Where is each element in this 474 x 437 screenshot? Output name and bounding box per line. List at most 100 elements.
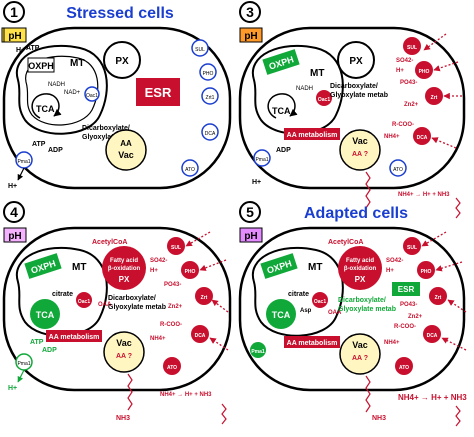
proton-efflux-arrow <box>17 167 25 181</box>
peroxisome <box>103 41 141 79</box>
transporter-dca: DCA <box>413 127 431 145</box>
panel-3: 3 pH OXPH MT NADH TCA Oac1 PX Dicarboxyl… <box>238 1 466 219</box>
svg-text:TCA: TCA <box>272 106 291 116</box>
panel-1: 1 Stressed cells pH pH OXPH MT H+ ATP NA… <box>1 1 232 190</box>
svg-text:pH: pH <box>8 31 21 42</box>
transporter-pho: PHO <box>181 261 199 279</box>
svg-text:Pma1: Pma1 <box>17 361 30 367</box>
svg-text:ATP: ATP <box>26 45 40 52</box>
svg-text:NH4+: NH4+ <box>150 336 166 342</box>
svg-text:Glyoxylate metab: Glyoxylate metab <box>338 306 396 313</box>
peroxisome <box>338 246 382 290</box>
svg-text:NH3: NH3 <box>372 415 386 422</box>
svg-text:H+: H+ <box>150 268 158 274</box>
svg-text:H+: H+ <box>16 47 25 54</box>
svg-text:NAD+: NAD+ <box>64 90 81 96</box>
svg-text:H+: H+ <box>386 268 394 274</box>
svg-text:3: 3 <box>246 4 254 20</box>
transporter-ato: ATO <box>389 159 407 177</box>
svg-text:PHO: PHO <box>203 71 214 77</box>
ammonia-release-wave <box>221 403 227 425</box>
svg-text:NH4+: NH4+ <box>384 134 400 140</box>
transporter-sul: SUL <box>403 237 421 255</box>
svg-text:SO42-: SO42- <box>386 258 403 264</box>
svg-text:NADH: NADH <box>48 82 65 88</box>
svg-text:MT: MT <box>310 68 324 79</box>
oac1-transporter <box>312 292 328 308</box>
svg-text:AA: AA <box>120 139 132 148</box>
transporter-pma1: Pma1 <box>15 151 33 169</box>
vacuole <box>339 333 381 375</box>
svg-text:R-COO-: R-COO- <box>392 122 414 128</box>
svg-text:SUL: SUL <box>171 245 181 251</box>
ph-badge <box>3 227 27 243</box>
svg-text:ATP: ATP <box>30 339 44 346</box>
svg-text:ESR: ESR <box>398 285 415 294</box>
panel-5: 5 Adapted cells pH AcetylCoA OXPH MT TCA… <box>238 201 467 427</box>
svg-text:Dicarboxylate/: Dicarboxylate/ <box>82 125 130 132</box>
transporter-dca: DCA <box>191 325 209 343</box>
svg-text:citrate: citrate <box>52 291 73 298</box>
svg-text:PHO: PHO <box>419 69 430 75</box>
transporter-sul: SUL <box>191 39 209 57</box>
ammonia-diffusion-wave <box>365 375 371 413</box>
vacuole <box>105 129 147 171</box>
svg-text:citrate: citrate <box>288 291 309 298</box>
svg-text:ADP: ADP <box>48 147 63 154</box>
svg-text:AA ?: AA ? <box>352 151 368 158</box>
mt-label: MT <box>70 58 84 69</box>
svg-text:β-oxidation: β-oxidation <box>344 266 377 272</box>
svg-text:Asp: Asp <box>300 308 312 314</box>
svg-text:DCA: DCA <box>195 333 206 339</box>
svg-text:PX: PX <box>119 275 130 284</box>
svg-text:Dicarboxylate/: Dicarboxylate/ <box>108 295 156 302</box>
svg-text:OAA: OAA <box>98 302 112 308</box>
svg-text:PHO: PHO <box>185 269 196 275</box>
panel-4: 4 pH AcetylCoA OXPH MT TCA citrate Oac1 … <box>2 201 232 425</box>
vacuole <box>103 331 145 373</box>
svg-text:NH4+: NH4+ <box>384 340 400 346</box>
svg-text:ADP: ADP <box>42 347 57 354</box>
phosphate-uptake-arrow <box>199 259 227 271</box>
svg-text:AA metabolism: AA metabolism <box>49 334 100 341</box>
panel-title: Adapted cells <box>304 205 408 222</box>
oxph-box <box>260 253 298 279</box>
svg-text:PX: PX <box>115 56 129 67</box>
transporter-dca: DCA <box>201 123 219 141</box>
transporter-ato: ATO <box>181 159 199 177</box>
ammonia-diffusion-wave <box>127 373 133 411</box>
transporter-zrt: Zrt <box>425 87 443 105</box>
oxph-box <box>27 57 55 73</box>
aa-metabolism-box <box>284 336 340 348</box>
panel-number-circle <box>239 201 261 223</box>
svg-text:Vac: Vac <box>116 338 132 348</box>
phosphate-uptake-arrow <box>435 261 463 272</box>
oxph-box <box>262 49 300 75</box>
transporter-zrt: Zrt <box>429 287 447 305</box>
svg-text:TCA: TCA <box>272 310 291 320</box>
svg-text:pH: pH <box>244 231 257 242</box>
sulfate-uptake-arrow <box>185 231 211 247</box>
ph-badge <box>239 27 263 43</box>
svg-text:Oac1: Oac1 <box>318 97 330 103</box>
svg-text:DCA: DCA <box>427 333 438 339</box>
svg-text:SUL: SUL <box>407 245 417 251</box>
svg-text:DCA: DCA <box>205 131 216 137</box>
aa-metabolism-box <box>284 128 340 140</box>
svg-text:5: 5 <box>246 204 254 220</box>
svg-text:Oac1: Oac1 <box>78 299 90 305</box>
svg-text:R-COO-: R-COO- <box>394 324 416 330</box>
svg-text:Fatty acid: Fatty acid <box>110 258 138 264</box>
svg-text:PHO: PHO <box>421 269 432 275</box>
carboxylate-uptake-arrow <box>441 337 467 351</box>
svg-text:AA ?: AA ? <box>116 353 132 360</box>
ph-badge <box>239 227 263 243</box>
vacuole <box>339 129 381 171</box>
svg-text:AA metabolism: AA metabolism <box>287 340 338 347</box>
svg-text:ESR: ESR <box>145 85 172 100</box>
svg-text:Oac1: Oac1 <box>86 93 98 99</box>
sulfate-uptake-arrow <box>423 33 447 51</box>
svg-text:Zrt: Zrt <box>431 95 438 101</box>
transporter-pma1: Pma1 <box>15 353 33 371</box>
transporter-ato: ATO <box>395 357 413 375</box>
